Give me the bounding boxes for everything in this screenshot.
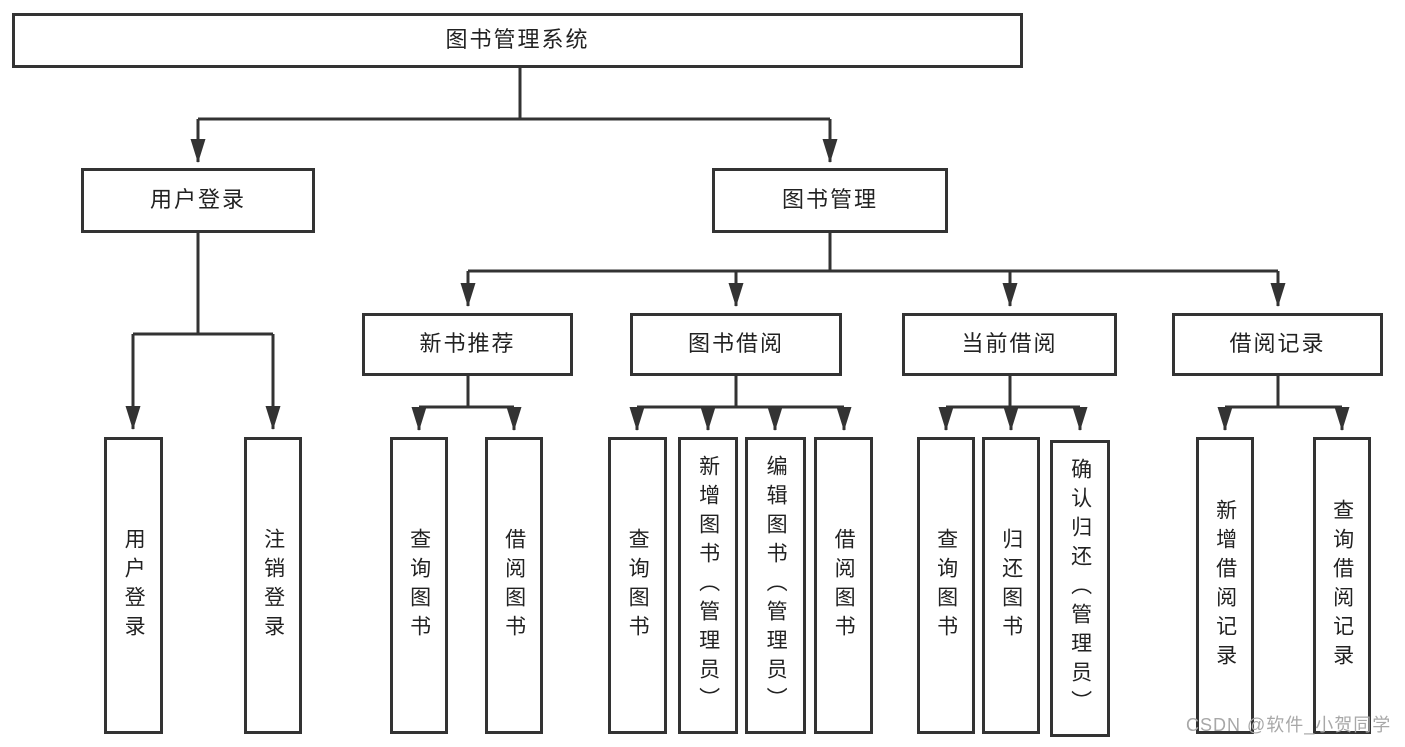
node-book-management: 图书管理 — [712, 168, 948, 233]
node-book-borrow: 图书借阅 — [630, 313, 842, 376]
leaf-add-books-admin: 新增图书（管理员） — [678, 437, 738, 734]
node-current-borrow: 当前借阅 — [902, 313, 1117, 376]
leaf-edit-books-admin: 编辑图书（管理员） — [745, 437, 806, 734]
connector-trunks — [133, 67, 1342, 409]
node-borrow-records: 借阅记录 — [1172, 313, 1383, 376]
leaf-query-books-new: 查询图书 — [390, 437, 448, 734]
leaf-borrow-books-new: 借阅图书 — [485, 437, 543, 734]
leaf-borrow-books-borrow: 借阅图书 — [814, 437, 873, 734]
node-user-login: 用户登录 — [81, 168, 315, 233]
node-new-book-recommend: 新书推荐 — [362, 313, 573, 376]
watermark: CSDN @软件_小贺同学 — [1186, 715, 1392, 735]
leaf-logout-login: 注销登录 — [244, 437, 302, 734]
leaf-query-borrow-record: 查询借阅记录 — [1313, 437, 1371, 734]
leaf-user-login: 用户登录 — [104, 437, 163, 734]
leaf-add-borrow-record: 新增借阅记录 — [1196, 437, 1254, 734]
leaf-query-books-borrow: 查询图书 — [608, 437, 667, 734]
leaf-confirm-return-admin: 确认归还（管理员） — [1050, 440, 1110, 737]
leaf-query-books-current: 查询图书 — [917, 437, 975, 734]
leaf-return-books: 归还图书 — [982, 437, 1040, 734]
node-library-management-system: 图书管理系统 — [12, 13, 1023, 68]
